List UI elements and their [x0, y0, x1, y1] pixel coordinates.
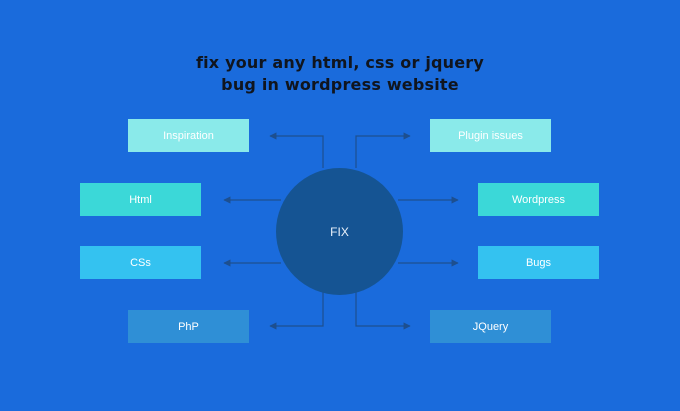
- node-html: Html: [80, 183, 201, 216]
- connector-inspiration: [269, 132, 324, 168]
- node-bugs: Bugs: [478, 246, 599, 279]
- connector-jquery: [355, 292, 411, 330]
- connector-plugin-issues: [355, 132, 411, 168]
- connector-php: [269, 292, 324, 330]
- node-css: CSs: [80, 246, 201, 279]
- node-php: PhP: [128, 310, 249, 343]
- node-inspiration: Inspiration: [128, 119, 249, 152]
- fix-hub: FIX: [276, 168, 403, 295]
- node-plugin-issues: Plugin issues: [430, 119, 551, 152]
- title-line-1: fix your any html, css or jquery: [195, 53, 485, 72]
- node-wordpress: Wordpress: [478, 183, 599, 216]
- title-line-2: bug in wordpress website: [221, 75, 459, 94]
- node-jquery: JQuery: [430, 310, 551, 343]
